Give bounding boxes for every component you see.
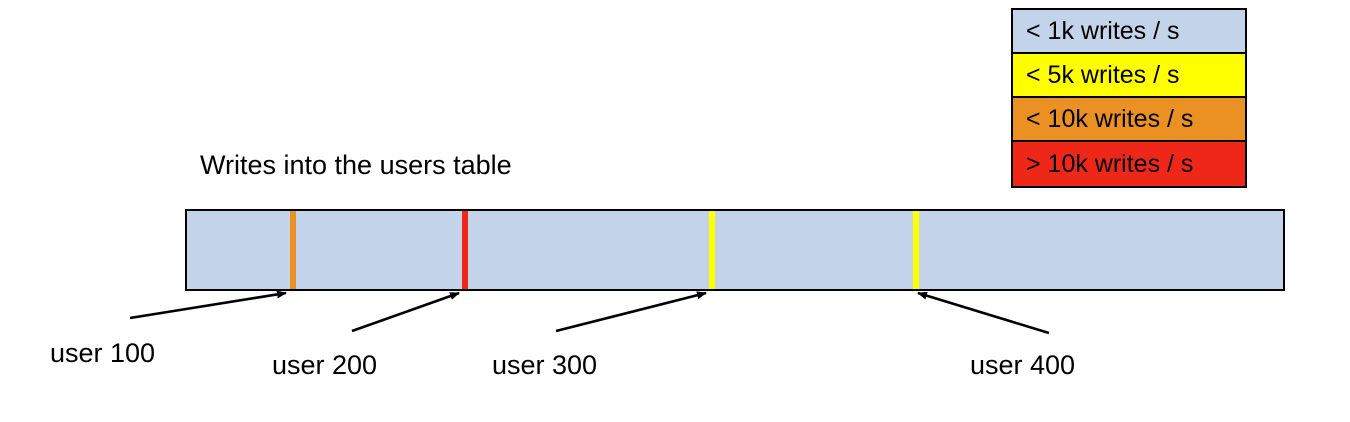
users-table-bar bbox=[185, 209, 1285, 291]
stripe-user-400 bbox=[913, 211, 919, 289]
legend-item-under-1k: < 1k writes / s bbox=[1013, 10, 1245, 54]
label-user-400: user 400 bbox=[970, 350, 1076, 380]
arrow-user-100 bbox=[129, 290, 287, 320]
legend: < 1k writes / s < 5k writes / s < 10k wr… bbox=[1011, 8, 1247, 188]
arrow-user-400 bbox=[917, 291, 1050, 335]
arrow-user-200 bbox=[351, 291, 460, 333]
legend-item-label: < 10k writes / s bbox=[1026, 104, 1194, 133]
legend-item-label: < 5k writes / s bbox=[1026, 60, 1180, 89]
diagram-caption: Writes into the users table bbox=[200, 150, 512, 180]
label-user-200: user 200 bbox=[272, 350, 378, 380]
stripe-user-300 bbox=[709, 211, 715, 289]
arrow-user-300 bbox=[555, 291, 707, 333]
legend-item-under-5k: < 5k writes / s bbox=[1013, 54, 1245, 98]
legend-item-label: < 1k writes / s bbox=[1026, 16, 1180, 45]
legend-item-under-10k: < 10k writes / s bbox=[1013, 98, 1245, 142]
label-user-100: user 100 bbox=[50, 338, 156, 368]
stripe-user-100 bbox=[290, 211, 296, 289]
legend-item-label: > 10k writes / s bbox=[1026, 149, 1194, 178]
stripe-user-200 bbox=[462, 211, 468, 289]
legend-item-over-10k: > 10k writes / s bbox=[1013, 142, 1245, 186]
label-user-300: user 300 bbox=[492, 350, 598, 380]
